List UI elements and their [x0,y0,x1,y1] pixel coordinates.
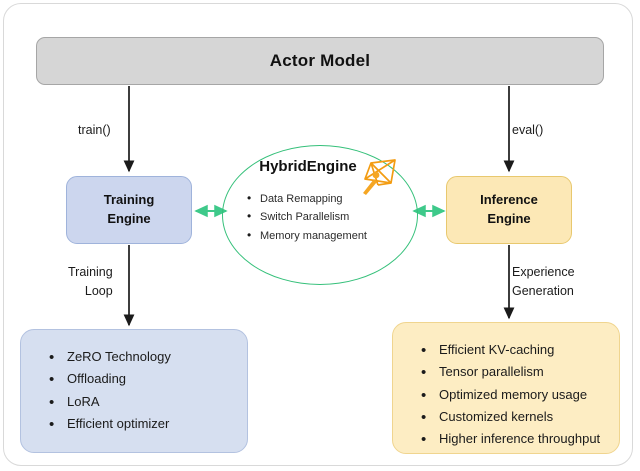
list-item: Offloading [49,367,233,393]
inference-engine-label-line2: Engine [487,211,531,226]
edge-label-experience-line1: Experience [512,265,575,279]
training-engine-label-line1: Training [103,192,155,208]
edge-label-experience-generation: Experience Generation [512,263,575,301]
hybrid-engine-feature-list: Data Remapping Switch Parallelism Memory… [232,189,418,246]
edge-label-training-loop-line2: Loop [84,284,113,298]
list-item: Tensor parallelism [421,360,605,386]
training-features-box: ZeRO Technology Offloading LoRA Efficien… [20,329,248,453]
training-engine-node: Training Engine [66,176,192,244]
actor-model-label: Actor Model [269,51,371,70]
inference-features-list: Efficient KV-caching Tensor parallelism … [409,338,605,454]
edge-label-experience-line2: Generation [512,284,574,298]
list-item: Efficient optimizer [49,412,233,438]
training-features-list: ZeRO Technology Offloading LoRA Efficien… [37,345,233,438]
list-item: Switch Parallelism [247,207,418,227]
hybrid-bullet-list: Data Remapping Switch Parallelism Memory… [232,189,418,246]
list-item: Efficient KV-caching [421,338,605,364]
inference-engine-node: Inference Engine [446,176,572,244]
edge-label-training-loop: Training Loop [68,263,113,301]
list-item: ZeRO Technology [49,345,233,371]
hybrid-engine-title: HybridEngine [259,158,357,175]
list-item: Data Remapping [247,189,418,209]
training-engine-label-line2: Engine [107,211,151,226]
list-item: Higher inference throughput [421,427,605,453]
list-item: Customized kernels [421,405,605,431]
list-item: Memory management [247,225,418,245]
edge-label-training-loop-line1: Training [68,265,113,279]
actor-model-node: Actor Model [36,37,604,85]
edge-label-eval: eval() [512,123,544,137]
inference-engine-label-line1: Inference [480,192,538,208]
list-item: Optimized memory usage [421,383,605,409]
list-item: LoRA [49,390,233,416]
inference-features-box: Efficient KV-caching Tensor parallelism … [392,322,620,454]
edge-label-train: train() [78,123,111,137]
